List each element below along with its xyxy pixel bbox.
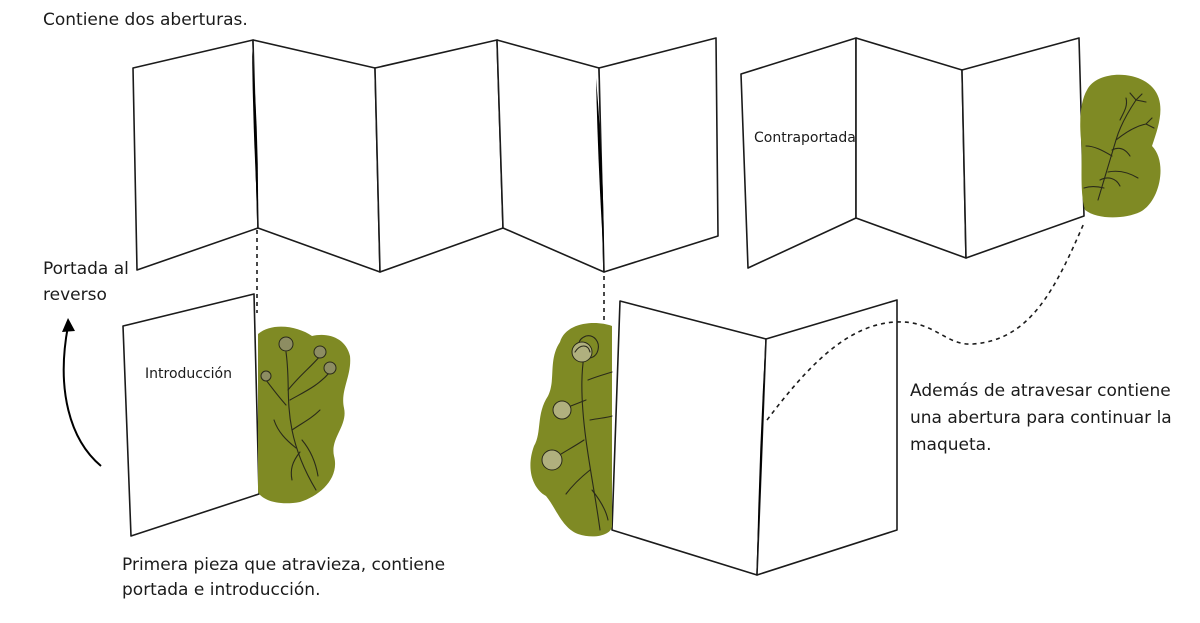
top-slit-1 (252, 50, 259, 222)
middle-piece (611, 299, 898, 576)
top-panel-3 (374, 39, 504, 273)
top-note: Contiene dos aberturas. (43, 10, 248, 30)
right-note: Además de atravesar contiene una abertur… (910, 381, 1172, 456)
introduccion-label: Introducción (145, 366, 232, 382)
right-panel-2 (855, 37, 967, 259)
flower-illustration-icon (260, 92, 1155, 531)
top-panel-5 (598, 37, 719, 273)
blob-top-right (1080, 74, 1161, 218)
plant-left (260, 336, 337, 491)
blob-middle (530, 323, 612, 537)
contraportada-label: Contraportada (754, 130, 856, 146)
middle-panel-left (611, 300, 767, 576)
top-slit-2 (596, 78, 604, 262)
middle-slit (757, 350, 765, 562)
curved-arrow-icon (62, 318, 102, 467)
top-accordion (132, 37, 719, 273)
blob-left (258, 326, 351, 504)
top-panel-1 (132, 39, 259, 271)
right-panel-1 (740, 37, 857, 269)
top-panel-2 (252, 39, 381, 273)
right-panel-3 (961, 37, 1085, 259)
top-panel-4 (496, 39, 605, 273)
middle-panel-right (756, 299, 898, 576)
connector-curve (766, 222, 1085, 421)
cover-note: Portada al reverso (43, 259, 129, 306)
plant-middle (541, 335, 613, 531)
cover-panel (122, 293, 260, 537)
plant-top-right (1083, 92, 1155, 201)
first-piece-note: Primera pieza que atravieza, contiene po… (122, 555, 446, 600)
right-accordion (740, 37, 1085, 269)
